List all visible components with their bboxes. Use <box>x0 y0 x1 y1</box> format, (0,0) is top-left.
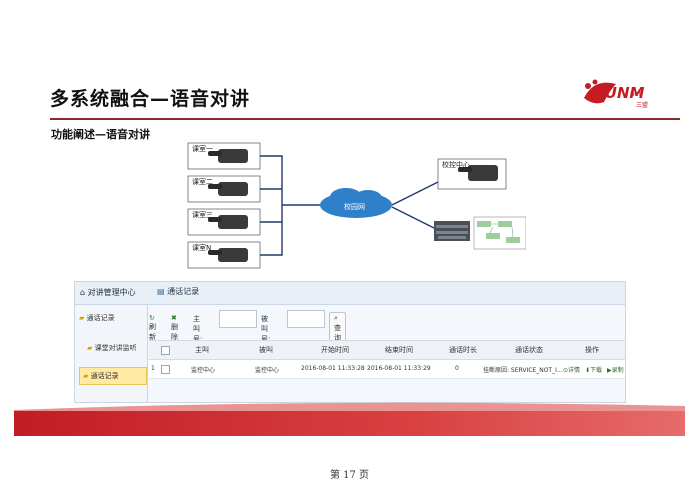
folder-icon: ▰ <box>83 372 89 380</box>
table-header: 主叫 被叫 开始时间 结束时间 通话时长 通话状态 操作 <box>149 340 625 360</box>
classroom-phone-4: 课室N <box>187 241 261 269</box>
classroom-phone-3: 课室三 <box>187 208 261 236</box>
table-row[interactable]: 1 监控中心 监控中心 2016-08-01 11:33:28 2016-08-… <box>149 360 625 379</box>
control-label: 校控中心 <box>442 160 470 169</box>
sidebar-item-call-records[interactable]: ▰ 通话记录 <box>83 372 119 380</box>
col-status[interactable]: 通话状态 <box>515 346 543 354</box>
refresh-button[interactable]: ↻ 刷新 <box>149 314 156 341</box>
slide-title: 多系统融合—语音对讲 <box>50 88 251 110</box>
cell-caller: 监控中心 <box>191 367 216 374</box>
col-duration[interactable]: 通话时长 <box>449 346 477 354</box>
select-all-checkbox[interactable] <box>161 346 170 355</box>
logo-icon <box>584 79 616 104</box>
caller-input[interactable] <box>219 310 257 328</box>
slide: 多系统融合—语音对讲 SUNM net 三盟 功能阐述—语音对讲 课室一 课室二 <box>14 56 685 436</box>
campus-network-cloud: 校园网 <box>320 188 392 218</box>
row-number: 1 <box>151 365 155 372</box>
control-center-phone: 校控中心 <box>437 158 507 190</box>
page-number: 第 17 页 <box>329 470 370 481</box>
download-link[interactable]: ⬇下载 <box>585 367 603 374</box>
col-start[interactable]: 开始时间 <box>321 346 349 354</box>
classroom-phone-2: 课室二 <box>187 175 261 203</box>
sidebar: ▰ 通话记录 ▰ 课堂对讲监听 ▰ 通话记录 <box>75 305 148 402</box>
col-caller[interactable]: 主叫 <box>195 346 209 354</box>
network-diagram: 课室一 课室二 课室三 课室N <box>187 142 526 269</box>
classroom-phone-1: 课室一 <box>187 142 261 170</box>
caller-label: 主叫号: <box>193 315 203 343</box>
download-icon: ⬇ <box>585 367 591 374</box>
record-play-icon: ▶ <box>607 367 612 374</box>
sidebar-item-monitor[interactable]: ▰ 课堂对讲监听 <box>87 344 137 352</box>
delete-icon: ✖ <box>171 314 177 322</box>
classroom-label-3: 课室三 <box>192 210 213 219</box>
folder-icon: ▰ <box>79 314 85 322</box>
app-header: ⌂ 对讲管理中心 ▤ 通话记录 <box>75 282 625 305</box>
footer-band <box>14 411 685 436</box>
classroom-label-4: 课室N <box>192 243 211 252</box>
search-button[interactable]: ⌕ 查询 <box>329 312 346 345</box>
callee-input[interactable] <box>287 310 325 328</box>
callee-label: 被叫号: <box>261 315 271 343</box>
cell-status: 挂断原因: SERVICE_NOT_I... <box>483 367 563 374</box>
sidebar-root[interactable]: ▰ 通话记录 <box>79 314 115 322</box>
classroom-label-2: 课室二 <box>192 177 213 186</box>
software-window-thumbnail <box>473 216 526 250</box>
slide-subtitle: 功能阐述—语音对讲 <box>51 128 150 141</box>
col-callee[interactable]: 被叫 <box>259 346 273 354</box>
server-rack-icon <box>434 221 470 241</box>
sidebar-item-selected-bg <box>79 367 147 385</box>
folder-icon: ▰ <box>87 344 93 352</box>
logo-cn: 三盟 <box>636 102 649 109</box>
cell-callee: 监控中心 <box>255 367 280 374</box>
search-icon: ⌕ <box>334 314 338 322</box>
delete-button[interactable]: ✖ 删除 <box>171 314 178 341</box>
nav-title: ⌂ 对讲管理中心 <box>80 288 136 297</box>
network-label: 校园网 <box>344 202 365 211</box>
col-operation[interactable]: 操作 <box>585 346 599 354</box>
classroom-label-1: 课室一 <box>192 144 213 153</box>
connection-lines <box>260 155 441 256</box>
record-icon: ▤ <box>157 287 165 296</box>
detail-icon: ⊙ <box>563 367 569 374</box>
tab-call-records[interactable]: ▤ 通话记录 <box>157 287 200 296</box>
cell-duration: 0 <box>455 365 459 372</box>
col-end[interactable]: 结束时间 <box>385 346 413 354</box>
cell-end: 2016-08-01 11:33:29 <box>367 365 431 372</box>
logo-brand-suffix: net <box>630 90 642 98</box>
classroom-phones: 课室一 课室二 课室三 课室N <box>187 142 261 269</box>
intercom-app-window: ⌂ 对讲管理中心 ▤ 通话记录 ▰ 通话记录 ▰ 课堂对讲监听 ▰ 通话记录 <box>74 281 626 403</box>
record-link[interactable]: ▶录制 <box>607 367 624 374</box>
logo-brand: SUNM <box>594 84 645 102</box>
refresh-icon: ↻ <box>149 314 155 322</box>
row-checkbox[interactable] <box>161 365 170 374</box>
home-icon: ⌂ <box>80 288 86 297</box>
title-divider <box>50 118 680 120</box>
cell-start: 2016-08-01 11:33:28 <box>301 365 365 372</box>
detail-link[interactable]: ⊙详情 <box>563 367 581 374</box>
